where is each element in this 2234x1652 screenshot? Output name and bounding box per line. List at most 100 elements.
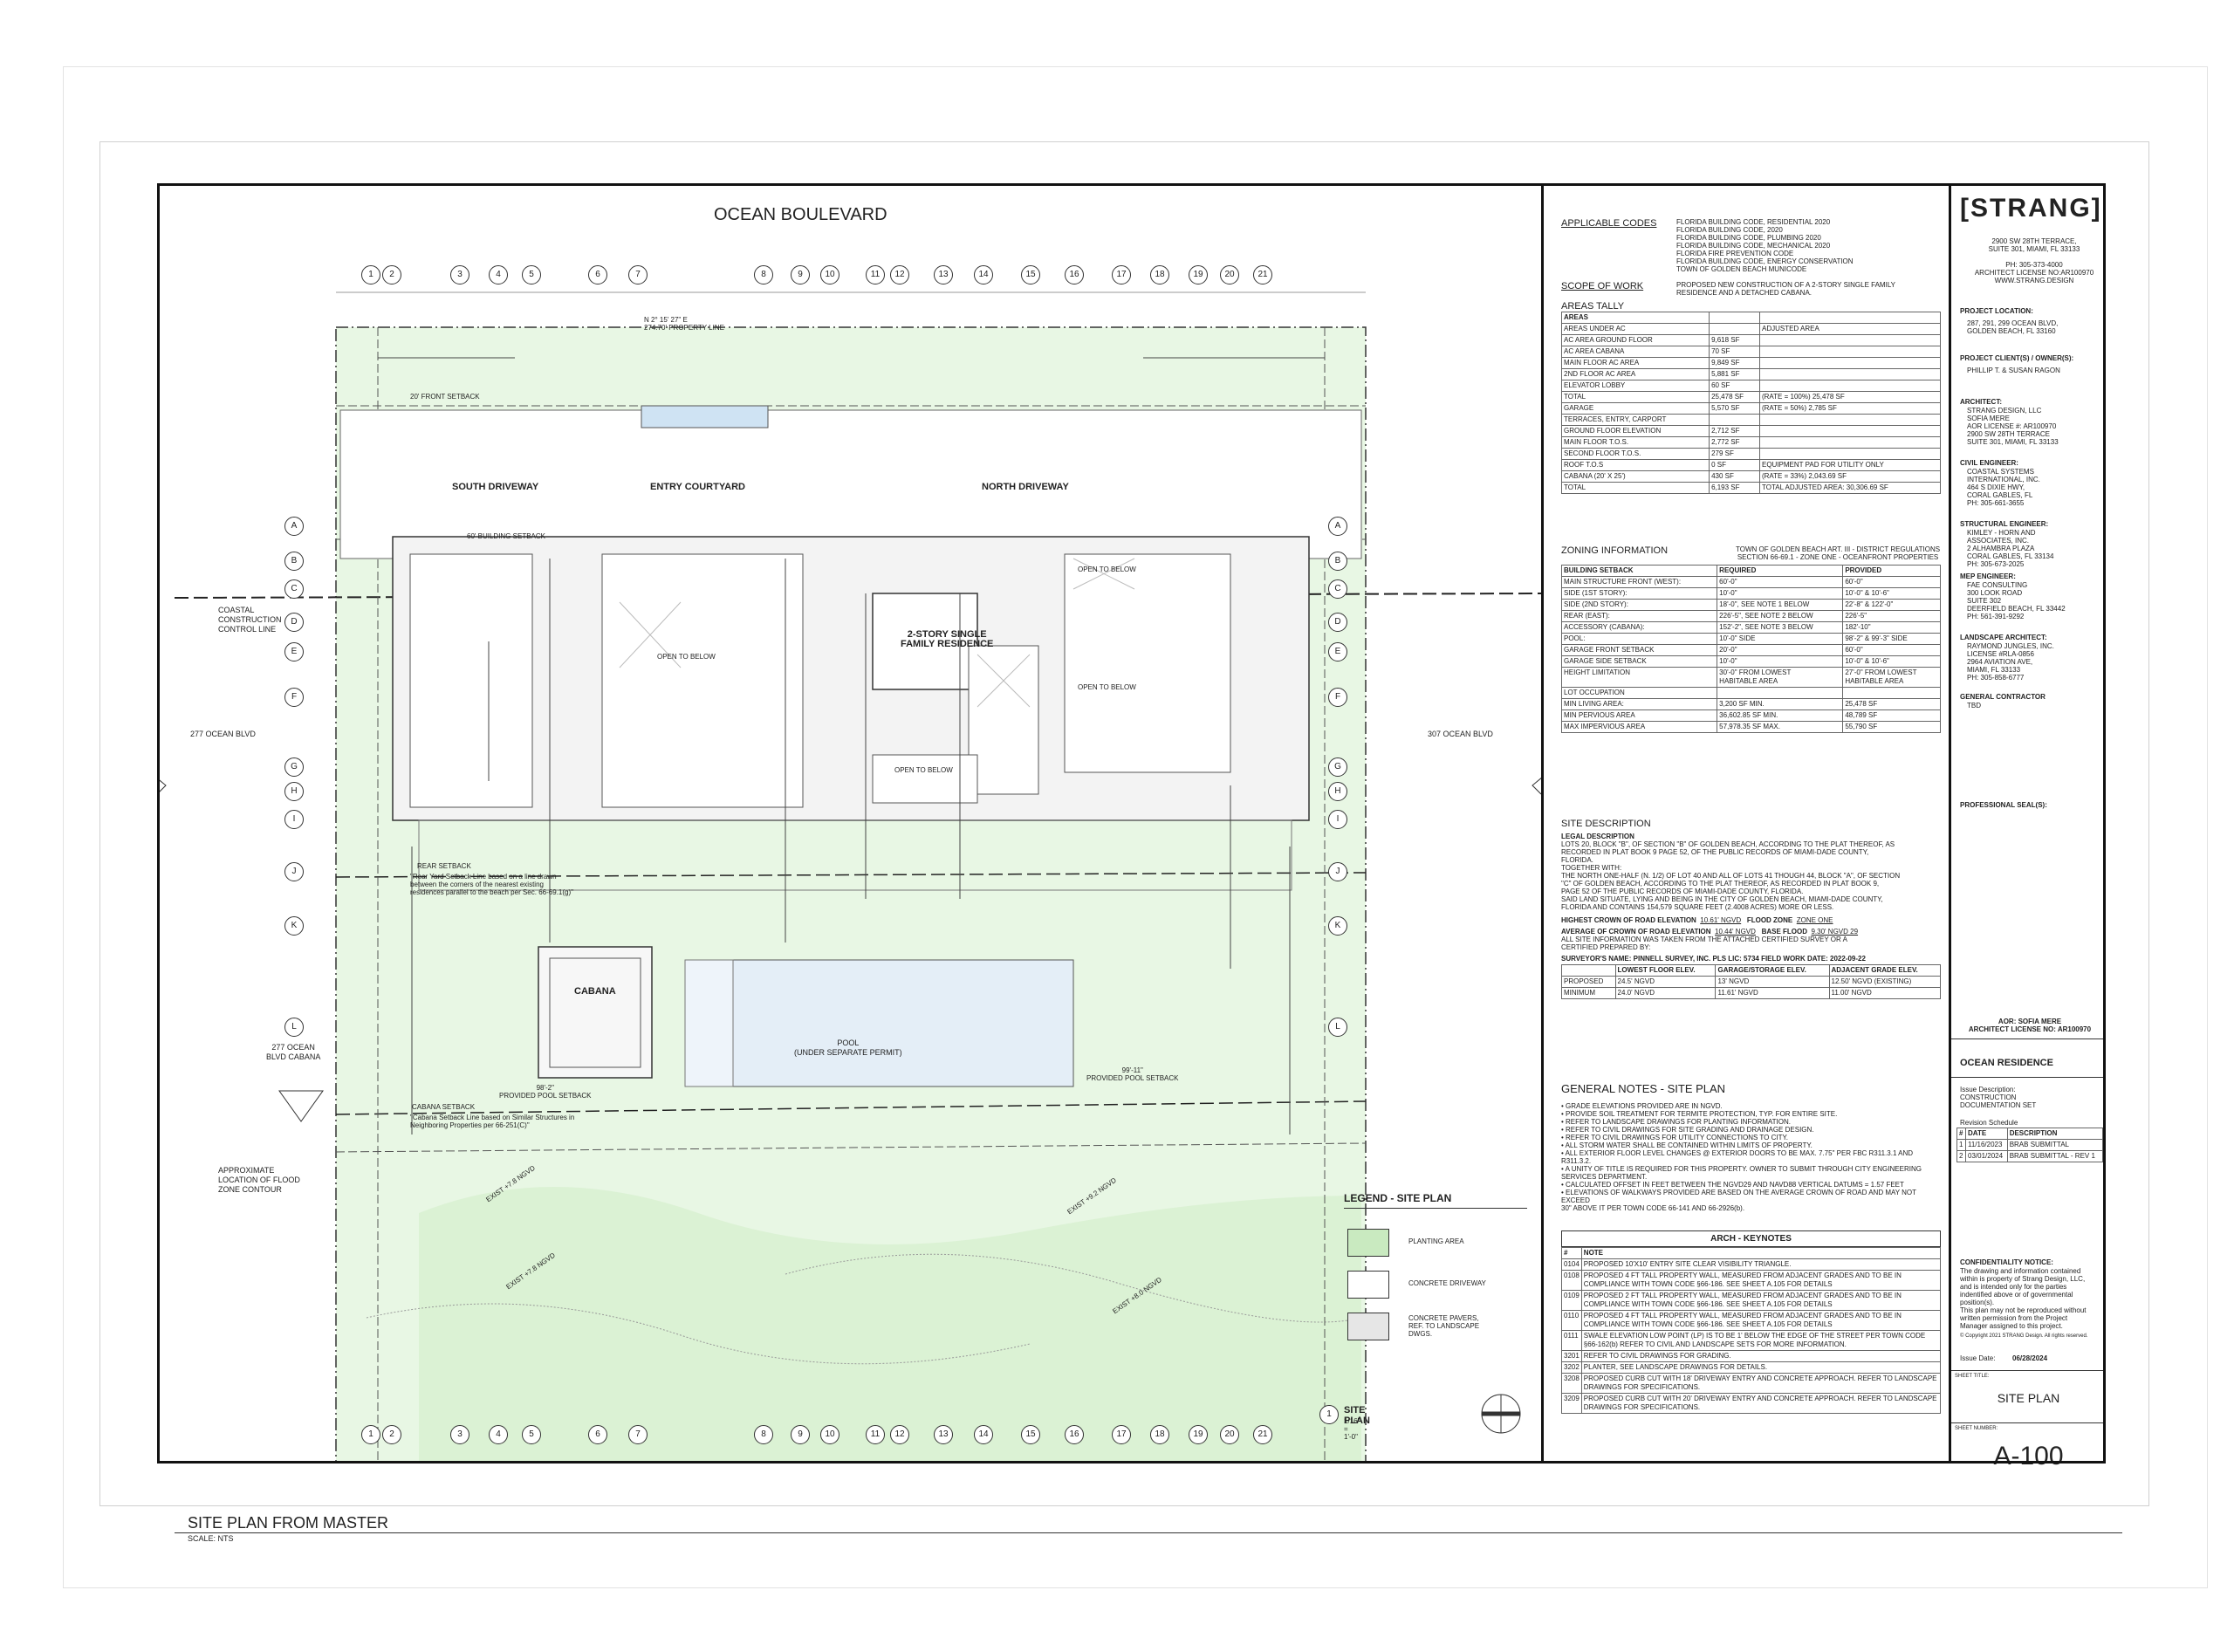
keynote-cell: PLANTER, SEE LANDSCAPE DRAWINGS FOR DETA… — [1580, 1361, 1942, 1374]
zoning-cell: 10'-0" & 10'-6" — [1842, 655, 1941, 668]
general-notes-text: • GRADE ELEVATIONS PROVIDED ARE IN NGVD.… — [1561, 1102, 1922, 1212]
elevation-cell: 11.61' NGVD — [1715, 987, 1830, 999]
grid-bubble: 8 — [754, 1425, 773, 1444]
grid-bubble: 17 — [1112, 1425, 1131, 1444]
grid-bubble: 20 — [1220, 1425, 1239, 1444]
mep-title: MEP ENGINEER: — [1960, 572, 2016, 580]
planting-swatch — [1347, 1229, 1389, 1257]
revision-cell: 03/01/2024 — [1965, 1150, 2008, 1162]
grid-bubble: F — [284, 688, 304, 707]
legend-item: CONCRETE DRIVEWAY — [1347, 1271, 1486, 1299]
keynote-cell: PROPOSED CURB CUT WITH 18' DRIVEWAY ENTR… — [1580, 1373, 1942, 1394]
zoning-row: MIN LIVING AREA:3,200 SF MIN.25,478 SF — [1560, 698, 1941, 710]
legend-title: LEGEND - SITE PLAN — [1344, 1192, 1452, 1204]
areas-cell: EQUIPMENT PAD FOR UTILITY ONLY — [1758, 459, 1942, 471]
elevation-cell: 24.0' NGVD — [1614, 987, 1717, 999]
landscape-title: LANDSCAPE ARCHITECT: — [1960, 634, 2047, 641]
aor: AOR: SOFIA MERE ARCHITECT LICENSE NO: AR… — [1968, 1018, 2092, 1033]
avg-crown-value: 10.44' NGVD — [1715, 928, 1756, 936]
areas-cell: 430 SF — [1709, 470, 1760, 483]
zoning-row: SIDE (2ND STORY):18'-0", SEE NOTE 1 BELO… — [1560, 599, 1941, 611]
footer-scale: SCALE: NTS — [188, 1534, 234, 1543]
client: PHILLIP T. & SUSAN RAGON — [1967, 367, 2060, 374]
revision-cell: 2 — [1956, 1150, 1966, 1162]
view-scale: 1/16" = 1'-0" — [1344, 1417, 1360, 1441]
grid-bubble: 21 — [1253, 1425, 1272, 1444]
grid-bubble: G — [1328, 757, 1347, 777]
surveyor: SURVEYOR'S NAME: PINNELL SURVEY, INC. PL… — [1561, 955, 1866, 963]
zoning-cell: 10'-0" SIDE — [1717, 633, 1844, 645]
grid-bubble: 10 — [820, 1425, 839, 1444]
right-neighbor-label: 307 OCEAN BLVD — [1428, 730, 1493, 738]
grid-bubble: 6 — [588, 1425, 607, 1444]
grid-bubble: A — [1328, 517, 1347, 536]
footer-title: SITE PLAN FROM MASTER — [188, 1514, 389, 1532]
page-frame — [63, 66, 2208, 1588]
keynote-cell: 3209 — [1561, 1393, 1582, 1414]
gc: TBD — [1967, 702, 1981, 709]
grid-bubble: 18 — [1150, 1425, 1169, 1444]
legend-item: PLANTING AREA — [1347, 1229, 1464, 1257]
legend-item: CONCRETE PAVERS, REF. TO LANDSCAPE DWGS. — [1347, 1313, 1479, 1340]
confidentiality: The drawing and information contained wi… — [1960, 1267, 2087, 1330]
keynote-cell: PROPOSED 2 FT TALL PROPERTY WALL, MEASUR… — [1580, 1290, 1942, 1311]
architect-title: ARCHITECT: — [1960, 398, 2002, 406]
issue-desc-title: Issue Description: — [1960, 1086, 2016, 1093]
flood-zone-value: ZONE ONE — [1796, 916, 1833, 924]
grid-bubble: 11 — [866, 1425, 885, 1444]
site-description: SITE DESCRIPTION LEGAL DESCRIPTION LOTS … — [1561, 819, 1941, 999]
crown-value: 10.61' NGVD — [1700, 916, 1742, 924]
sheet-border — [99, 141, 2149, 1506]
structural: KIMLEY - HORN AND ASSOCIATES, INC. 2 ALH… — [1967, 529, 2054, 568]
front-setback-label: 20' FRONT SETBACK — [410, 393, 480, 401]
open-to-below-label: OPEN TO BELOW — [894, 766, 953, 774]
view-number: 1 — [1319, 1405, 1339, 1424]
legal-text: LOTS 20, BLOCK "B", OF SECTION "B" OF GO… — [1561, 840, 1901, 911]
flood-zone-label: APPROXIMATE LOCATION OF FLOOD ZONE CONTO… — [218, 1166, 300, 1194]
project-location: 287, 291, 299 OCEAN BLVD, GOLDEN BEACH, … — [1967, 319, 2059, 335]
entry-courtyard-label: ENTRY COURTYARD — [650, 482, 745, 492]
grid-bubble: 13 — [934, 265, 953, 284]
cabana-setback-label: CABANA SETBACK — [412, 1103, 476, 1111]
view-title: SITE PLAN — [1344, 1405, 1370, 1426]
rear-setback-label: REAR SETBACK — [417, 862, 471, 870]
grid-bubble: J — [284, 862, 304, 881]
grid-bubble: 8 — [754, 265, 773, 284]
grid-bubble: C — [284, 579, 304, 599]
cabana-setback-note: "Cabana Setback Line based on Similar St… — [410, 1114, 575, 1129]
zoning-cell: MAX IMPERVIOUS AREA — [1560, 721, 1718, 733]
grid-bubble: 20 — [1220, 265, 1239, 284]
site-plan-drawing — [157, 291, 1541, 1463]
landscape: RAYMOND JUNGLES, INC. LICENSE #RLA-0856 … — [1967, 642, 2054, 682]
divider — [1951, 1370, 2106, 1371]
grid-bubble: K — [1328, 916, 1347, 936]
grid-bubble: 21 — [1253, 265, 1272, 284]
flood-zone-label: FLOOD ZONE — [1746, 916, 1793, 924]
pool-label: POOL (UNDER SEPARATE PERMIT) — [794, 1038, 902, 1057]
driveway-swatch — [1347, 1271, 1389, 1299]
south-driveway-label: SOUTH DRIVEWAY — [452, 482, 539, 492]
sheet-title-label: SHEET TITLE: — [1955, 1374, 1990, 1379]
areas-cell: TOTAL — [1560, 482, 1710, 494]
grid-bubble: 13 — [934, 1425, 953, 1444]
grid-bubble: G — [284, 757, 304, 777]
